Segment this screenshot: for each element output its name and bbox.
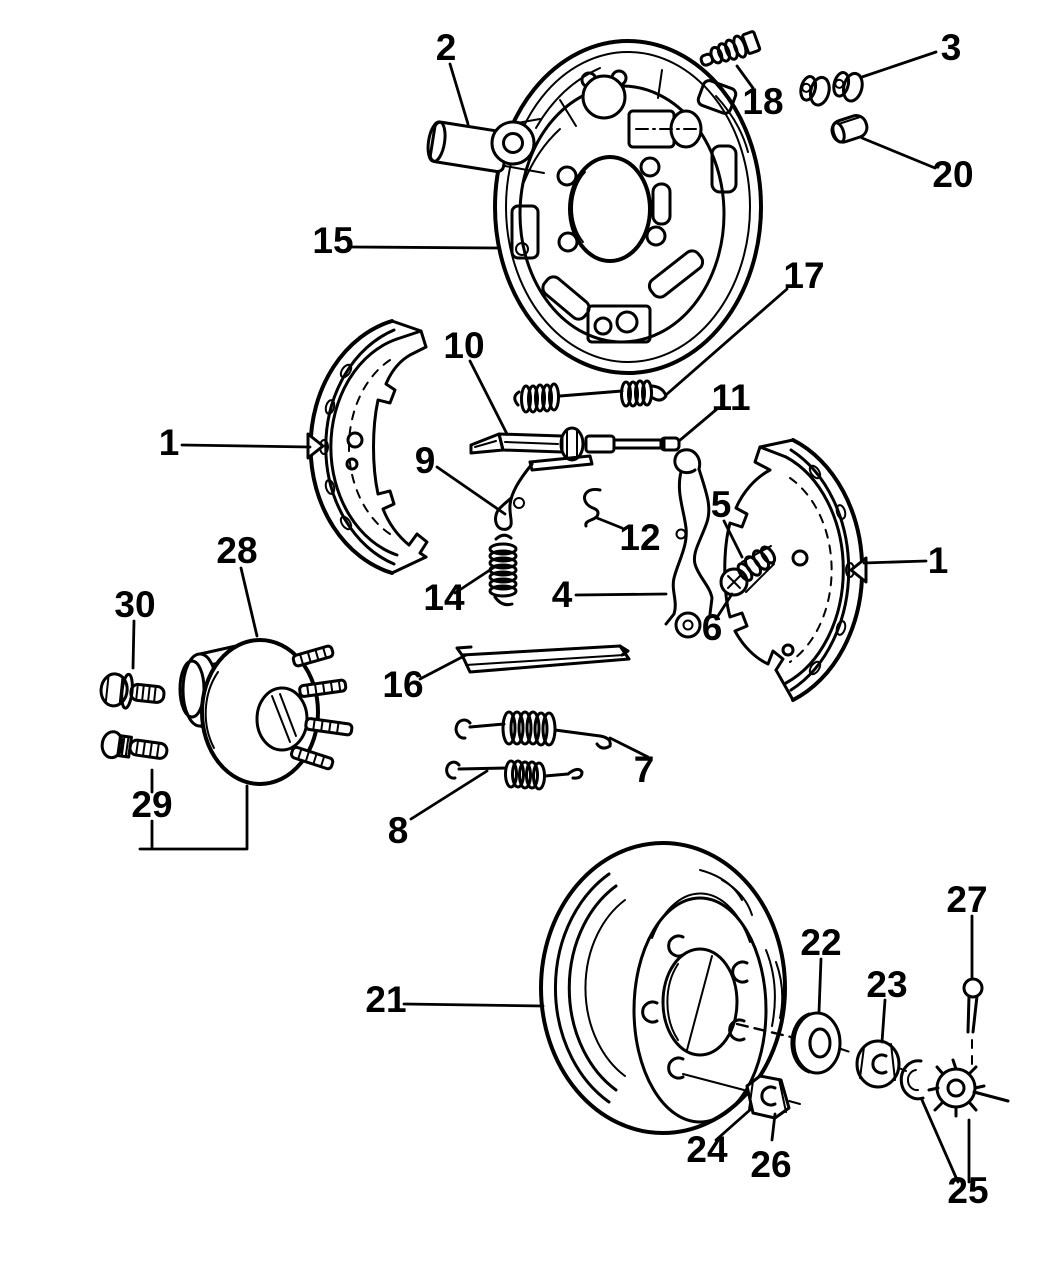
leader-12: [595, 516, 624, 530]
callout-25: 25: [947, 1170, 988, 1211]
thrust-washer: [790, 1011, 842, 1075]
callout-21: 21: [365, 979, 406, 1020]
leader-4: [574, 592, 668, 597]
anchor-pin: [426, 118, 545, 174]
cotter-pin: [962, 977, 984, 1034]
callout-10: 10: [443, 325, 484, 366]
hub-bolt: [99, 672, 166, 710]
leader-10: [468, 359, 509, 436]
callout-9: 9: [415, 440, 436, 481]
support-strut: [455, 644, 631, 674]
brake-shoe-right: [723, 438, 868, 702]
callout-28: 28: [216, 530, 257, 571]
adjuster-lever: [494, 454, 594, 531]
backing-plate: [493, 39, 763, 375]
callout-29: 29: [131, 784, 172, 825]
callout-17: 17: [783, 255, 824, 296]
adjuster-screw: [719, 545, 777, 597]
leader-18: [735, 64, 755, 90]
return-spring-lower: [445, 759, 584, 791]
callout-2: 2: [436, 27, 457, 68]
park-brake-lever: [664, 448, 714, 639]
leader-11: [677, 407, 719, 443]
leader-1-right: [862, 559, 928, 565]
leader-1-left: [180, 443, 312, 449]
dust-caps: [799, 71, 864, 107]
adjuster-assembly: [469, 426, 681, 462]
callout-30: 30: [114, 584, 155, 625]
callout-8: 8: [388, 810, 409, 851]
leader-26: [770, 1112, 777, 1142]
callout-12: 12: [619, 517, 660, 558]
assembly-axis-lines: [682, 1022, 973, 1105]
callout-15: 15: [312, 220, 353, 261]
leader-30: [131, 619, 136, 670]
callout-1-left: 1: [159, 422, 180, 463]
brake-drum: [539, 841, 787, 1135]
callout-24: 24: [686, 1129, 728, 1170]
leader-8: [409, 769, 489, 821]
leader-9: [435, 465, 507, 516]
leader-14: [453, 564, 498, 595]
callout-18: 18: [742, 81, 783, 122]
callout-11: 11: [711, 377, 750, 418]
callout-26: 26: [750, 1144, 791, 1185]
leader-3: [860, 50, 938, 79]
callout-16: 16: [382, 664, 423, 705]
leader-6: [714, 592, 734, 621]
spindle-nut: [855, 1039, 901, 1089]
leader-24: [714, 1107, 753, 1142]
hold-down-spring: [488, 533, 518, 607]
brake-shoe-left: [306, 319, 429, 575]
spring-clip: [583, 487, 602, 528]
callout-14: 14: [423, 577, 465, 618]
leader-21: [402, 1002, 545, 1008]
leader-7: [608, 736, 650, 759]
callout-6: 6: [702, 607, 723, 648]
leader-29-bracket: [138, 768, 249, 851]
leader-25a: [920, 1098, 960, 1184]
callout-3: 3: [941, 27, 962, 68]
callout-27: 27: [946, 879, 987, 920]
leader-22: [817, 957, 823, 1014]
hub-assembly: [178, 638, 354, 786]
bleeder-screw: [699, 30, 762, 67]
callout-7: 7: [634, 749, 655, 790]
nut-retainer: [899, 1058, 1010, 1118]
leader-lines: [131, 50, 974, 1184]
wheel-stud: [100, 730, 169, 760]
callout-5: 5: [711, 484, 732, 525]
leader-28: [239, 566, 259, 638]
leader-2: [448, 62, 470, 126]
leader-23: [880, 998, 887, 1044]
sealing-cap: [830, 114, 869, 144]
leader-17: [665, 287, 789, 396]
leader-20: [860, 136, 937, 170]
upper-return-spring: [513, 379, 668, 414]
callout-22: 22: [800, 922, 841, 963]
leader-15: [350, 245, 499, 250]
return-spring-upper-lower: [454, 710, 612, 750]
callout-1-right: 1: [928, 540, 949, 581]
callout-4: 4: [552, 574, 573, 615]
wheel-nut: [745, 1074, 791, 1120]
callout-23: 23: [866, 964, 907, 1005]
leader-16: [418, 653, 468, 681]
callout-labels: 2 18 3 20 15 17 10 11 1 9 12 5 4 6 1 14 …: [114, 27, 988, 1211]
callout-20: 20: [932, 154, 973, 195]
leader-5: [722, 519, 744, 559]
